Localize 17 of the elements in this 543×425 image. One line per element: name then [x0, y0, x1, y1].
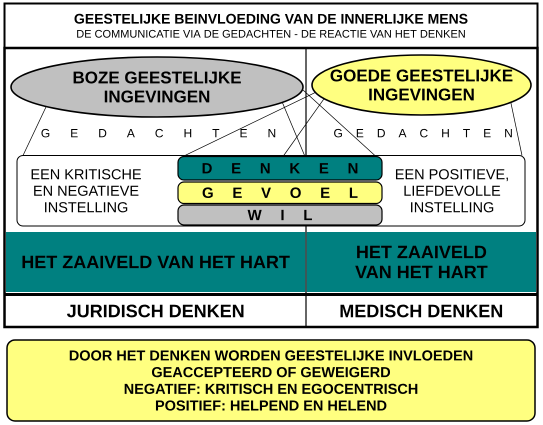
connector-line: [302, 89, 376, 157]
spaced-label: G E D A C H T E N: [41, 128, 276, 138]
note-box: DOOR HET DENKEN WORDEN GEESTELIJKE INVLOEDEN GEACCEPTEERD OF GEWEIGERD NEGATIEF: KRITISCH EN EGOCENTRISCH POSITIEF: HELPEND EN HELEND: [6, 339, 536, 422]
connector-line: [22, 106, 47, 156]
rounded-bar: W I L: [177, 204, 383, 226]
connector-line: [282, 98, 324, 157]
spaced-label: G E D A C H T E N: [334, 128, 512, 138]
connector-line: [182, 92, 316, 157]
rounded-bar: D E N K E N: [177, 156, 383, 181]
band: HET ZAAIVELD VAN HET HART: [6, 232, 306, 292]
table-cell: MEDISCH DENKEN: [340, 304, 502, 318]
title-box: GEESTELIJKE BEINVLOEDING VAN DE INNERLIJKE MENS DE COMMUNICATIE VIA DE GEDACHTEN - DE REACTIE VAN HET DENKEN: [4, 2, 538, 49]
band: HET ZAAIVELD VAN HET HART: [306, 232, 536, 292]
table-cell: JURIDISCH DENKEN: [66, 304, 244, 318]
rounded-bar: G E V O E L: [177, 181, 383, 204]
connector-line: [510, 102, 522, 156]
connector-line: [282, 102, 306, 157]
